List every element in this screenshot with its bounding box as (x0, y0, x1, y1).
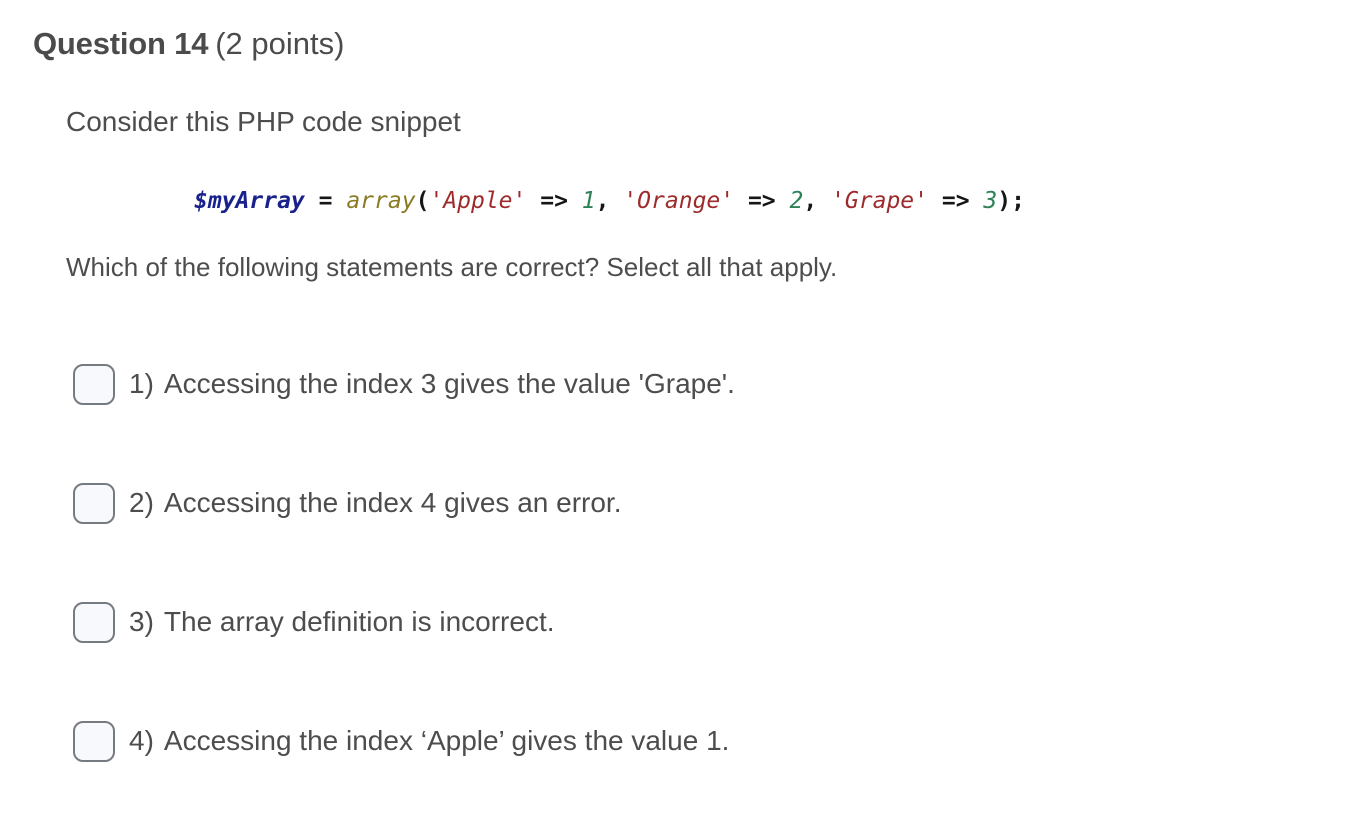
answer-text-4: Accessing the index ‘Apple’ gives the va… (163, 725, 730, 756)
question-header: Question 14(2 points) (33, 24, 344, 64)
prompt-followup: Which of the following statements are co… (66, 252, 838, 282)
answer-label-4: 4) Accessing the index ‘Apple’ gives the … (129, 723, 729, 759)
answer-label-3: 3) The array definition is incorrect. (129, 604, 555, 640)
code-value-2: 2 (789, 188, 804, 214)
answer-checkbox-2[interactable] (73, 482, 115, 524)
answer-index-1: 1) (129, 368, 154, 399)
code-assign: = (304, 188, 347, 214)
code-arrow-3: => (928, 188, 984, 214)
code-key-grape: 'Grape' (831, 188, 928, 214)
code-variable: $myArray (194, 188, 305, 214)
answer-option-4[interactable]: 4) Accessing the index ‘Apple’ gives the … (73, 717, 729, 765)
answer-option-3[interactable]: 3) The array definition is incorrect. (73, 598, 555, 646)
code-open-paren: ( (415, 188, 430, 214)
question-points: (2 points) (215, 26, 345, 61)
answer-text-1: Accessing the index 3 gives the value 'G… (163, 368, 735, 399)
code-arrow-2: => (734, 188, 790, 214)
code-separator-1: , (595, 188, 624, 214)
answer-label-1: 1) Accessing the index 3 gives the value … (129, 366, 735, 402)
answer-option-2[interactable]: 2) Accessing the index 4 gives an error. (73, 479, 622, 527)
answer-label-2: 2) Accessing the index 4 gives an error. (129, 485, 622, 521)
answer-text-2: Accessing the index 4 gives an error. (163, 487, 622, 518)
code-key-apple: 'Apple' (429, 188, 527, 214)
code-arrow-1: => (526, 188, 582, 214)
code-function: array (346, 188, 416, 214)
answer-checkbox-1[interactable] (73, 363, 115, 405)
answer-index-3: 3) (129, 606, 154, 637)
answer-checkbox-3[interactable] (73, 601, 115, 643)
code-value-3: 3 (983, 188, 998, 214)
answer-index-2: 2) (129, 487, 154, 518)
code-value-1: 1 (581, 188, 596, 214)
code-key-orange: 'Orange' (623, 188, 735, 214)
code-separator-2: , (803, 188, 832, 214)
answer-option-1[interactable]: 1) Accessing the index 3 gives the value … (73, 360, 735, 408)
answer-index-4: 4) (129, 725, 154, 756)
answer-checkbox-4[interactable] (73, 720, 115, 762)
answer-text-3: The array definition is incorrect. (163, 606, 555, 637)
question-title: Question 14 (33, 26, 209, 61)
prompt-intro: Consider this PHP code snippet (66, 106, 461, 137)
php-code-snippet: $myArray = array('Apple' => 1, 'Orange' … (194, 186, 1025, 216)
code-close-paren: ); (997, 188, 1025, 214)
